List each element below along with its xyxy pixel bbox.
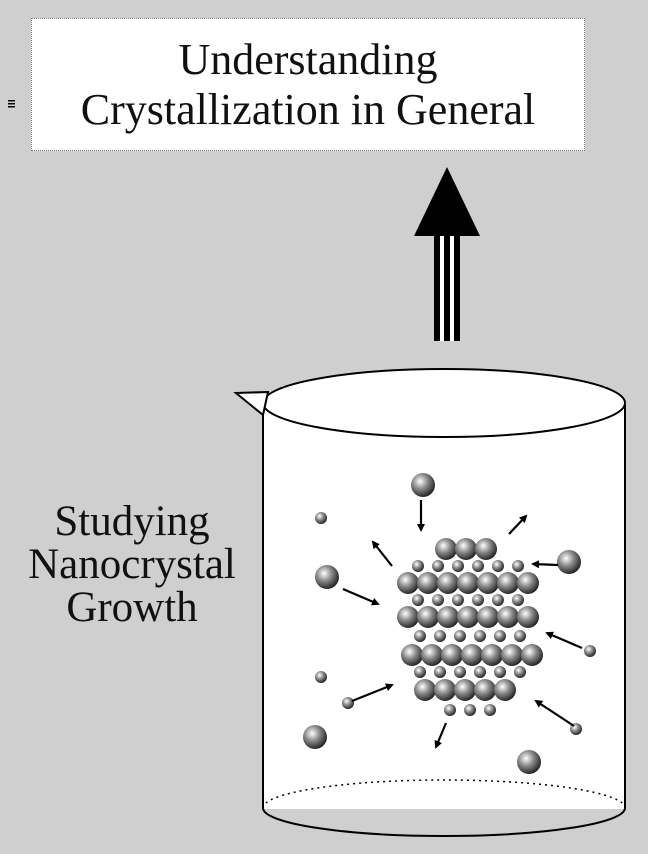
cluster-atom [441, 644, 463, 666]
cluster-atom [497, 606, 519, 628]
cluster-atom-small [494, 666, 506, 678]
cluster-atom [437, 606, 459, 628]
cluster-atom [474, 679, 496, 701]
cluster-atom [455, 538, 477, 560]
label-line-2: Nanocrystal [28, 541, 236, 588]
cluster-atom-small [454, 666, 466, 678]
cluster-atom [477, 606, 499, 628]
free-monomer [303, 725, 327, 749]
cluster-atom-small [414, 666, 426, 678]
up-arrow-icon [414, 167, 480, 341]
free-monomer [315, 565, 339, 589]
cluster-atom [417, 606, 439, 628]
box-line-2: Crystallization in General [80, 84, 536, 134]
free-monomer [411, 473, 435, 497]
cluster-atom [401, 644, 423, 666]
free-monomers [303, 473, 596, 774]
cluster-atom-small [452, 560, 464, 572]
cluster-atom [517, 606, 539, 628]
crystallization-box: Understanding Crystallization in General [31, 18, 585, 151]
cluster-atom [417, 572, 439, 594]
cluster-atom-small [434, 666, 446, 678]
cluster-atom-small [444, 704, 456, 716]
cluster-atom-small [474, 666, 486, 678]
cluster-atom-small [454, 630, 466, 642]
cluster-atom-small [492, 594, 504, 606]
cluster-atom-small [414, 630, 426, 642]
cluster-atom [434, 679, 456, 701]
cluster-atom-small [472, 594, 484, 606]
free-monomer [315, 671, 327, 683]
box-line-1: Understanding [178, 35, 438, 85]
cluster-atom [494, 679, 516, 701]
cluster-atom-small [512, 594, 524, 606]
cluster-atom-small [464, 704, 476, 716]
nanocrystal-growth-label: Studying Nanocrystal Growth [8, 500, 256, 629]
cluster-atom [435, 538, 457, 560]
cluster-atom [457, 606, 479, 628]
cluster-atom-small [434, 630, 446, 642]
cluster-atom [477, 572, 499, 594]
cluster-atom-small [494, 630, 506, 642]
cluster-atom [521, 644, 543, 666]
cluster-atom-small [412, 594, 424, 606]
cluster-atom [397, 572, 419, 594]
free-monomer [517, 750, 541, 774]
cluster-atom [497, 572, 519, 594]
beaker [233, 368, 626, 837]
cluster-atom [397, 606, 419, 628]
free-monomer [315, 512, 327, 524]
cluster-atom [501, 644, 523, 666]
free-monomer [342, 697, 354, 709]
cluster-atom [481, 644, 503, 666]
cluster-atom [461, 644, 483, 666]
cluster-atom-small [514, 666, 526, 678]
cluster-atom-small [492, 560, 504, 572]
free-monomer [584, 645, 596, 657]
cluster-atom [437, 572, 459, 594]
cluster-atom [421, 644, 443, 666]
cluster-atom-small [452, 594, 464, 606]
cluster-atom [414, 679, 436, 701]
cluster-atom-small [472, 560, 484, 572]
cluster-atom-small [512, 560, 524, 572]
monomer-arrows [342, 500, 583, 749]
cluster-atom-small [514, 630, 526, 642]
cluster-atom-small [432, 594, 444, 606]
cluster-atom-small [412, 560, 424, 572]
cluster-atom [454, 679, 476, 701]
free-monomer [557, 550, 581, 574]
cluster-atom-small [474, 630, 486, 642]
cluster-atom [457, 572, 479, 594]
cluster-atom-small [432, 560, 444, 572]
edge-marker-icon [8, 100, 15, 108]
cluster-atom [475, 538, 497, 560]
cluster-atom [517, 572, 539, 594]
label-line-1: Studying [54, 498, 210, 545]
cluster-atom-small [484, 704, 496, 716]
label-line-3: Growth [66, 584, 198, 631]
nanocrystal-cluster [397, 538, 543, 716]
